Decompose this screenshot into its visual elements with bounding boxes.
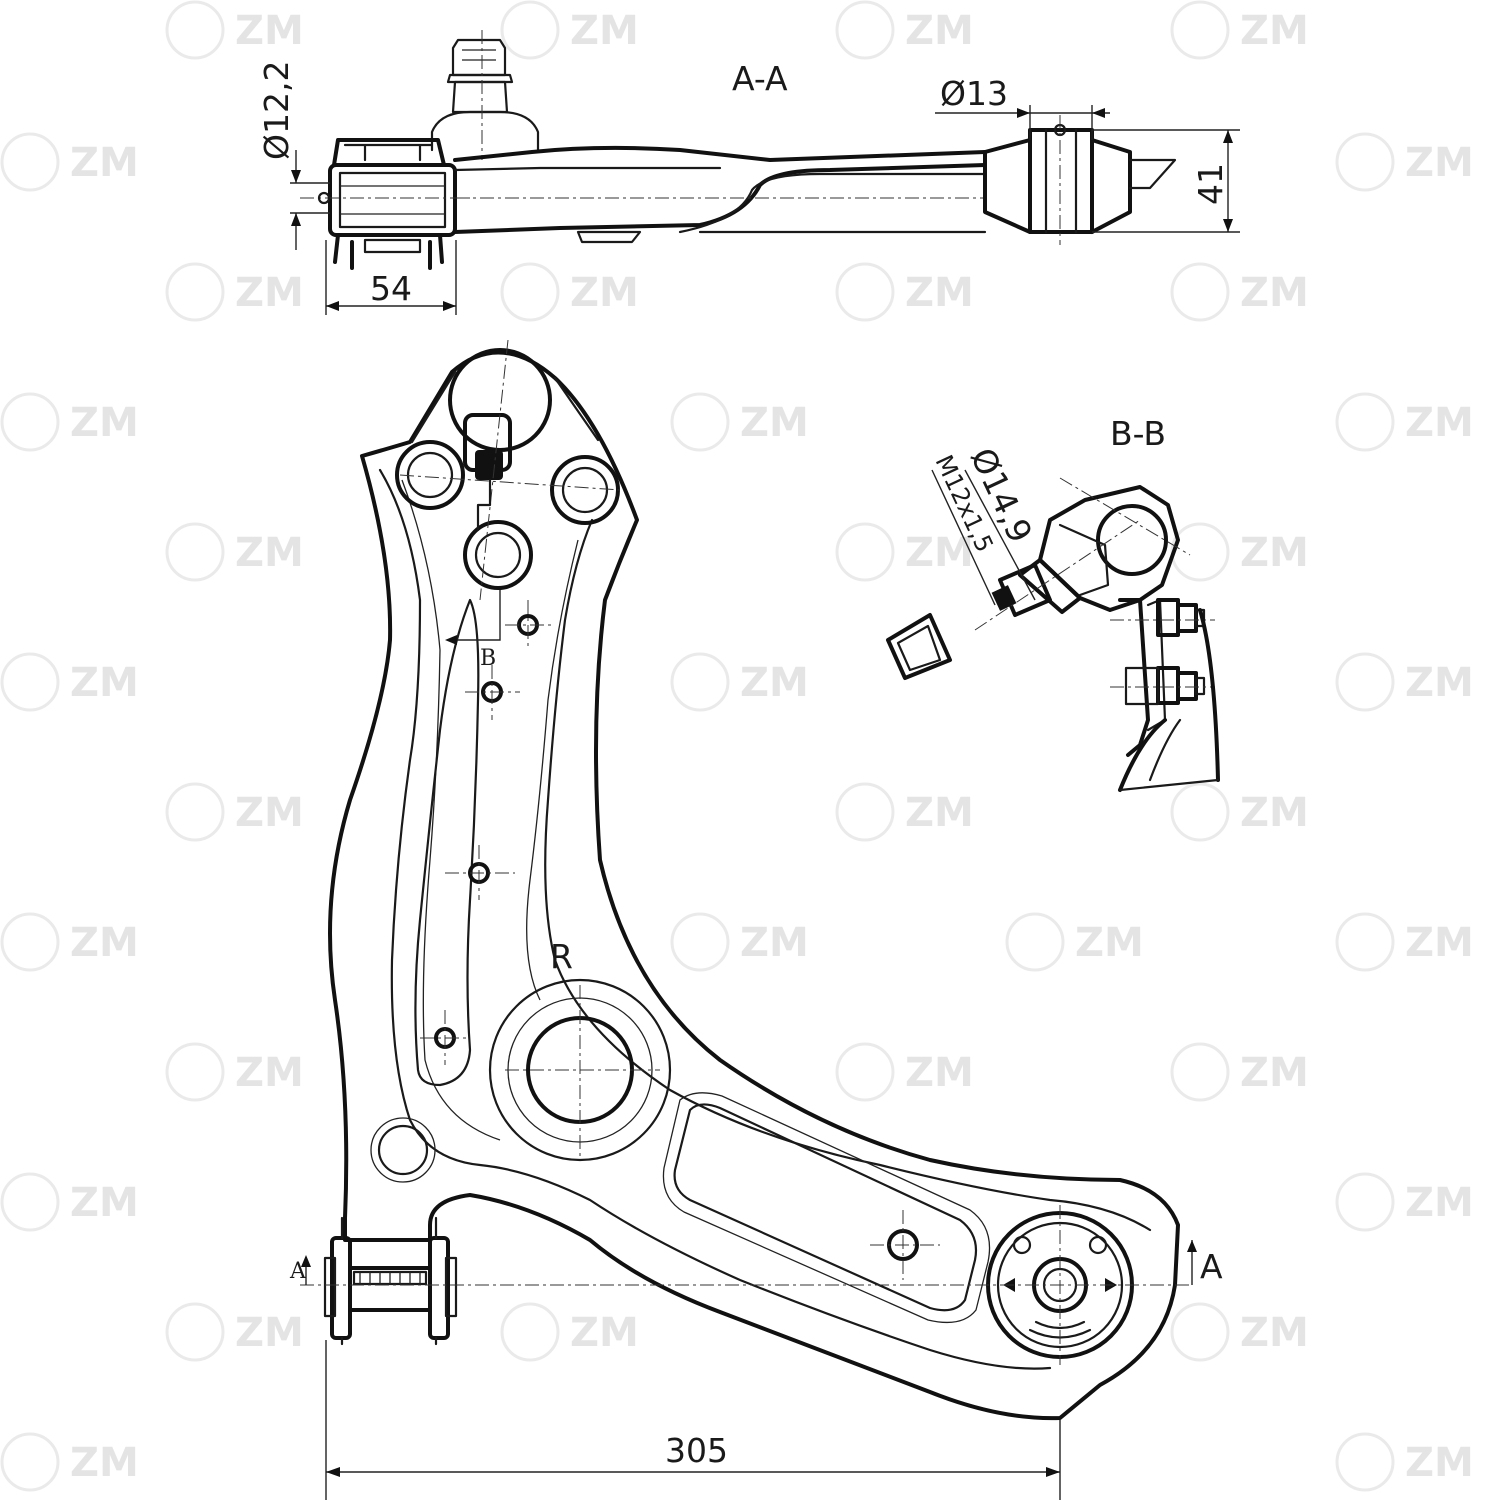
svg-text:ZM: ZM: [570, 1310, 639, 1356]
svg-text:ZM: ZM: [905, 8, 974, 54]
section-bb-label: B-B: [1110, 414, 1166, 453]
svg-text:ZM: ZM: [1405, 400, 1474, 446]
left-bushing-side: [300, 138, 470, 270]
svg-text:ZM: ZM: [570, 270, 639, 316]
bracket-section: [1110, 598, 1220, 792]
svg-text:ZM: ZM: [70, 1440, 139, 1486]
section-bb-view: B-B: [886, 414, 1220, 792]
svg-text:ZM: ZM: [70, 1180, 139, 1226]
svg-text:ZM: ZM: [905, 270, 974, 316]
watermark-pattern: ZM ZM ZM ZM ZM ZM ZM ZM ZM ZM ZM ZM ZM Z…: [0, 0, 1474, 1492]
svg-text:ZM: ZM: [905, 790, 974, 836]
svg-text:ZM: ZM: [70, 400, 139, 446]
arm-outline: [328, 350, 1180, 1421]
svg-text:ZM: ZM: [570, 8, 639, 54]
cut-a-left-label: A: [289, 1259, 307, 1284]
main-plan-view: R: [289, 339, 1223, 1500]
section-aa-view: A-A: [257, 30, 1240, 315]
svg-text:ZM: ZM: [70, 920, 139, 966]
svg-text:ZM: ZM: [1240, 270, 1309, 316]
marker-r-label: R: [550, 937, 573, 976]
dimension-span: 305: [325, 1340, 1061, 1500]
svg-text:ZM: ZM: [1405, 920, 1474, 966]
svg-text:ZM: ZM: [740, 400, 809, 446]
svg-text:ZM: ZM: [235, 1050, 304, 1096]
svg-text:ZM: ZM: [1240, 790, 1309, 836]
front-bushing-top: [323, 1216, 458, 1346]
bolt-diameter-label: Ø13: [940, 74, 1008, 113]
svg-text:ZM: ZM: [1075, 920, 1144, 966]
dimension-height: 41: [1092, 129, 1240, 233]
svg-text:ZM: ZM: [1240, 530, 1309, 576]
arm-inner-contour: [378, 468, 1052, 1370]
cut-a-right-label: A: [1200, 1247, 1223, 1286]
dimension-bolt-diameter: Ø13: [935, 74, 1110, 140]
svg-text:ZM: ZM: [235, 270, 304, 316]
arm-slot-pocket: [673, 1103, 978, 1312]
cut-b-label: B: [480, 646, 496, 671]
arm-pocket: [414, 598, 480, 1087]
arm-body-side: [453, 145, 987, 244]
section-line-b: B: [445, 590, 501, 671]
svg-text:ZM: ZM: [905, 530, 974, 576]
svg-text:ZM: ZM: [235, 1310, 304, 1356]
svg-text:ZM: ZM: [1240, 1050, 1309, 1096]
dimension-bushing-width: 54: [325, 240, 457, 315]
bushing-width-label: 54: [370, 269, 412, 308]
ball-joint-top: [395, 339, 621, 601]
svg-text:ZM: ZM: [70, 140, 139, 186]
svg-text:ZM: ZM: [235, 790, 304, 836]
svg-text:ZM: ZM: [70, 660, 139, 706]
svg-text:ZM: ZM: [740, 660, 809, 706]
ball-joint-section: [974, 477, 1191, 631]
height-label: 41: [1191, 163, 1230, 205]
span-label: 305: [665, 1431, 728, 1470]
svg-text:ZM: ZM: [235, 530, 304, 576]
svg-text:ZM: ZM: [905, 1050, 974, 1096]
castle-nut: [886, 613, 952, 680]
svg-text:ZM: ZM: [1405, 1180, 1474, 1226]
section-line-a: A A: [289, 1240, 1223, 1286]
svg-text:ZM: ZM: [235, 8, 304, 54]
mounting-holes: [370, 600, 940, 1280]
section-aa-label: A-A: [732, 59, 788, 98]
svg-text:ZM: ZM: [1405, 1440, 1474, 1486]
svg-text:ZM: ZM: [1405, 660, 1474, 706]
dimension-bushing-diameter: Ø12,2: [257, 61, 330, 250]
svg-text:ZM: ZM: [740, 920, 809, 966]
svg-text:ZM: ZM: [1240, 1310, 1309, 1356]
right-bushing-side: [983, 115, 1177, 245]
svg-text:ZM: ZM: [1240, 8, 1309, 54]
svg-text:ZM: ZM: [1405, 140, 1474, 186]
ball-joint-side: [430, 30, 540, 160]
bushing-diameter-label: Ø12,2: [257, 61, 296, 160]
bushing-r: R: [488, 937, 672, 1162]
